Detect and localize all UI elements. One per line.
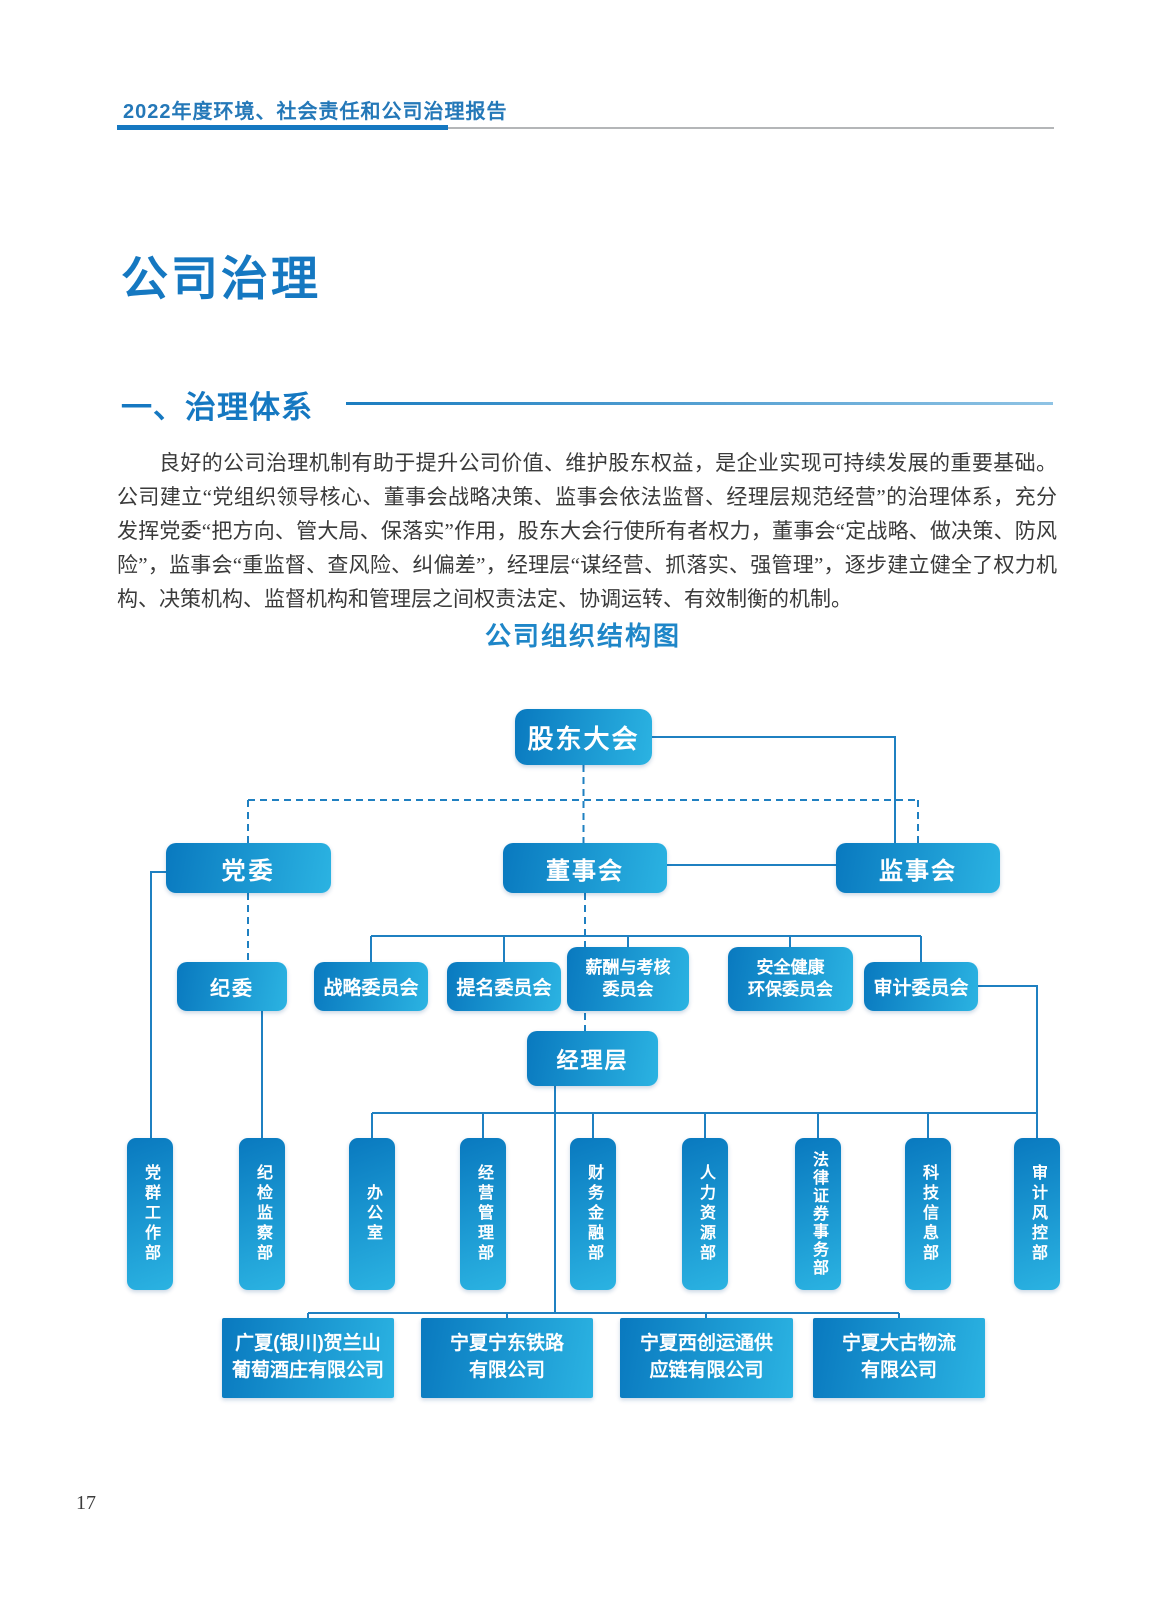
line1: 安全健康 xyxy=(756,957,825,977)
line2: 葡萄酒庄有限公司 xyxy=(231,1360,384,1381)
node-strategy-committee: 战略委员会 xyxy=(314,962,428,1011)
node-dept-discipline-inspection: 纪检监察部 xyxy=(239,1138,285,1290)
connector-party-left-drop xyxy=(150,871,166,1138)
node-dept-audit-risk-control: 审计风控部 xyxy=(1014,1138,1060,1290)
node-subsidiary-ningdong-railway-label: 宁夏宁东铁路有限公司 xyxy=(450,1331,564,1385)
node-shareholders-meeting: 股东大会 xyxy=(515,709,652,765)
org-chart-title: 公司组织结构图 xyxy=(484,621,681,651)
node-dept-legal-securities: 法律证券事务部 xyxy=(795,1138,841,1290)
node-remuneration-committee: 薪酬与考核委员会 xyxy=(567,947,689,1011)
line2: 环保委员会 xyxy=(748,980,833,999)
node-safety-health-committee-label: 安全健康环保委员会 xyxy=(748,957,833,1001)
node-dept-human-resources: 人力资源部 xyxy=(682,1138,728,1290)
node-audit-committee: 审计委员会 xyxy=(864,962,978,1011)
node-supervisory-board: 监事会 xyxy=(836,843,1000,893)
line2: 委员会 xyxy=(602,980,654,999)
node-management-layer: 经理层 xyxy=(527,1031,658,1086)
node-subsidiary-winery-label: 广夏(银川)贺兰山葡萄酒庄有限公司 xyxy=(232,1331,384,1385)
report-header-title: 2022年度环境、社会责任和公司治理报告 xyxy=(123,101,508,123)
line2: 有限公司 xyxy=(468,1360,545,1381)
line2: 有限公司 xyxy=(860,1360,937,1381)
node-dept-party-group-work: 党群工作部 xyxy=(127,1138,173,1290)
body-paragraph: 良好的公司治理机制有助于提升公司价值、维护股东权益，是企业实现可持续发展的重要基… xyxy=(117,451,1057,611)
node-subsidiary-ningdong-railway: 宁夏宁东铁路有限公司 xyxy=(421,1318,593,1398)
line2: 应链有限公司 xyxy=(649,1360,764,1381)
node-nomination-committee: 提名委员会 xyxy=(447,962,561,1011)
header-underline-gray xyxy=(448,127,1054,129)
line1: 宁夏宁东铁路 xyxy=(449,1333,564,1355)
node-dept-finance: 财务金融部 xyxy=(570,1138,616,1290)
node-subsidiary-xichuang-supply-chain: 宁夏西创运通供应链有限公司 xyxy=(620,1318,793,1398)
node-safety-health-committee: 安全健康环保委员会 xyxy=(728,947,853,1011)
line1: 宁夏西创运通供 xyxy=(639,1333,773,1355)
node-board-of-directors: 董事会 xyxy=(503,843,667,893)
node-dept-operations-management: 经营管理部 xyxy=(460,1138,506,1290)
node-subsidiary-dagu-logistics-label: 宁夏大古物流有限公司 xyxy=(842,1331,956,1385)
node-subsidiary-dagu-logistics: 宁夏大古物流有限公司 xyxy=(813,1318,985,1398)
line1: 薪酬与考核 xyxy=(585,957,671,977)
node-dept-office: 办公室 xyxy=(349,1138,395,1290)
line1: 宁夏大古物流 xyxy=(841,1333,956,1355)
node-dept-technology-information: 科技信息部 xyxy=(905,1138,951,1290)
node-subsidiary-winery: 广夏(银川)贺兰山葡萄酒庄有限公司 xyxy=(222,1318,394,1398)
section-heading-rule xyxy=(346,402,1053,405)
page-title: 公司治理 xyxy=(121,252,321,305)
node-discipline-committee: 纪委 xyxy=(177,962,287,1011)
connector-audit-to-riskdept xyxy=(978,985,1038,1138)
header-underline-blue xyxy=(117,125,448,130)
page-number: 17 xyxy=(76,1492,96,1514)
section-heading: 一、治理体系 xyxy=(121,390,313,425)
line1: 广夏(银川)贺兰山 xyxy=(235,1333,381,1355)
connector-root-right-elbow xyxy=(652,736,896,865)
node-remuneration-committee-label: 薪酬与考核委员会 xyxy=(586,957,671,1001)
node-subsidiary-xichuang-supply-chain-label: 宁夏西创运通供应链有限公司 xyxy=(640,1331,773,1385)
node-party-committee: 党委 xyxy=(166,843,331,893)
